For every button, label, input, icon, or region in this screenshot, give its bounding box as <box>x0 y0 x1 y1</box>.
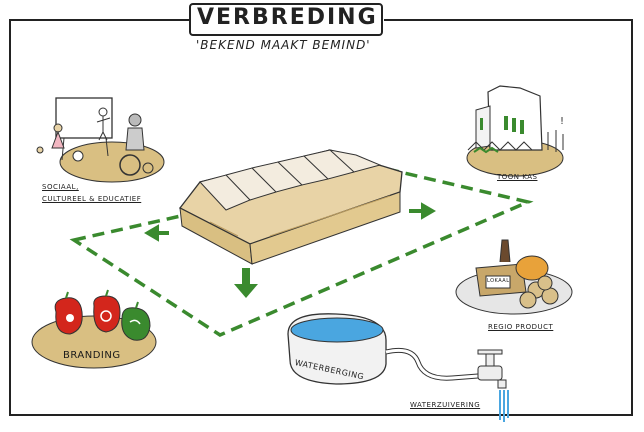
greenhouse <box>179 149 403 265</box>
education-scene-illustration <box>36 97 165 183</box>
title-box <box>189 3 383 36</box>
page-title: VERBREDING <box>197 5 378 30</box>
showcase-greenhouse-illustration: ! <box>466 85 564 177</box>
svg-text:!: ! <box>560 116 564 127</box>
label-regio-product: REGIO PRODUCT <box>488 323 554 331</box>
label-cultureel-educatief: CULTUREEL & EDUCATIEF <box>42 195 142 203</box>
label-toon-kas: TOON KAS <box>497 173 538 181</box>
label-waterzuivering: WATERZUIVERING <box>410 401 481 409</box>
arrow-left <box>144 224 169 242</box>
label-branding: BRANDING <box>63 350 121 361</box>
branding-peppers-illustration <box>31 289 157 369</box>
regional-product-illustration <box>455 239 573 315</box>
page-subtitle: 'BEKEND MAAKT BEMIND' <box>196 38 371 52</box>
water-storage-illustration <box>287 313 479 385</box>
arrow-right <box>409 202 436 220</box>
label-sociaal: SOCIAAL, <box>42 183 79 191</box>
label-box-lokaal: LOKAAL <box>487 278 510 284</box>
arrow-down <box>234 268 258 298</box>
tap-illustration <box>477 349 509 422</box>
page-frame <box>9 19 633 416</box>
